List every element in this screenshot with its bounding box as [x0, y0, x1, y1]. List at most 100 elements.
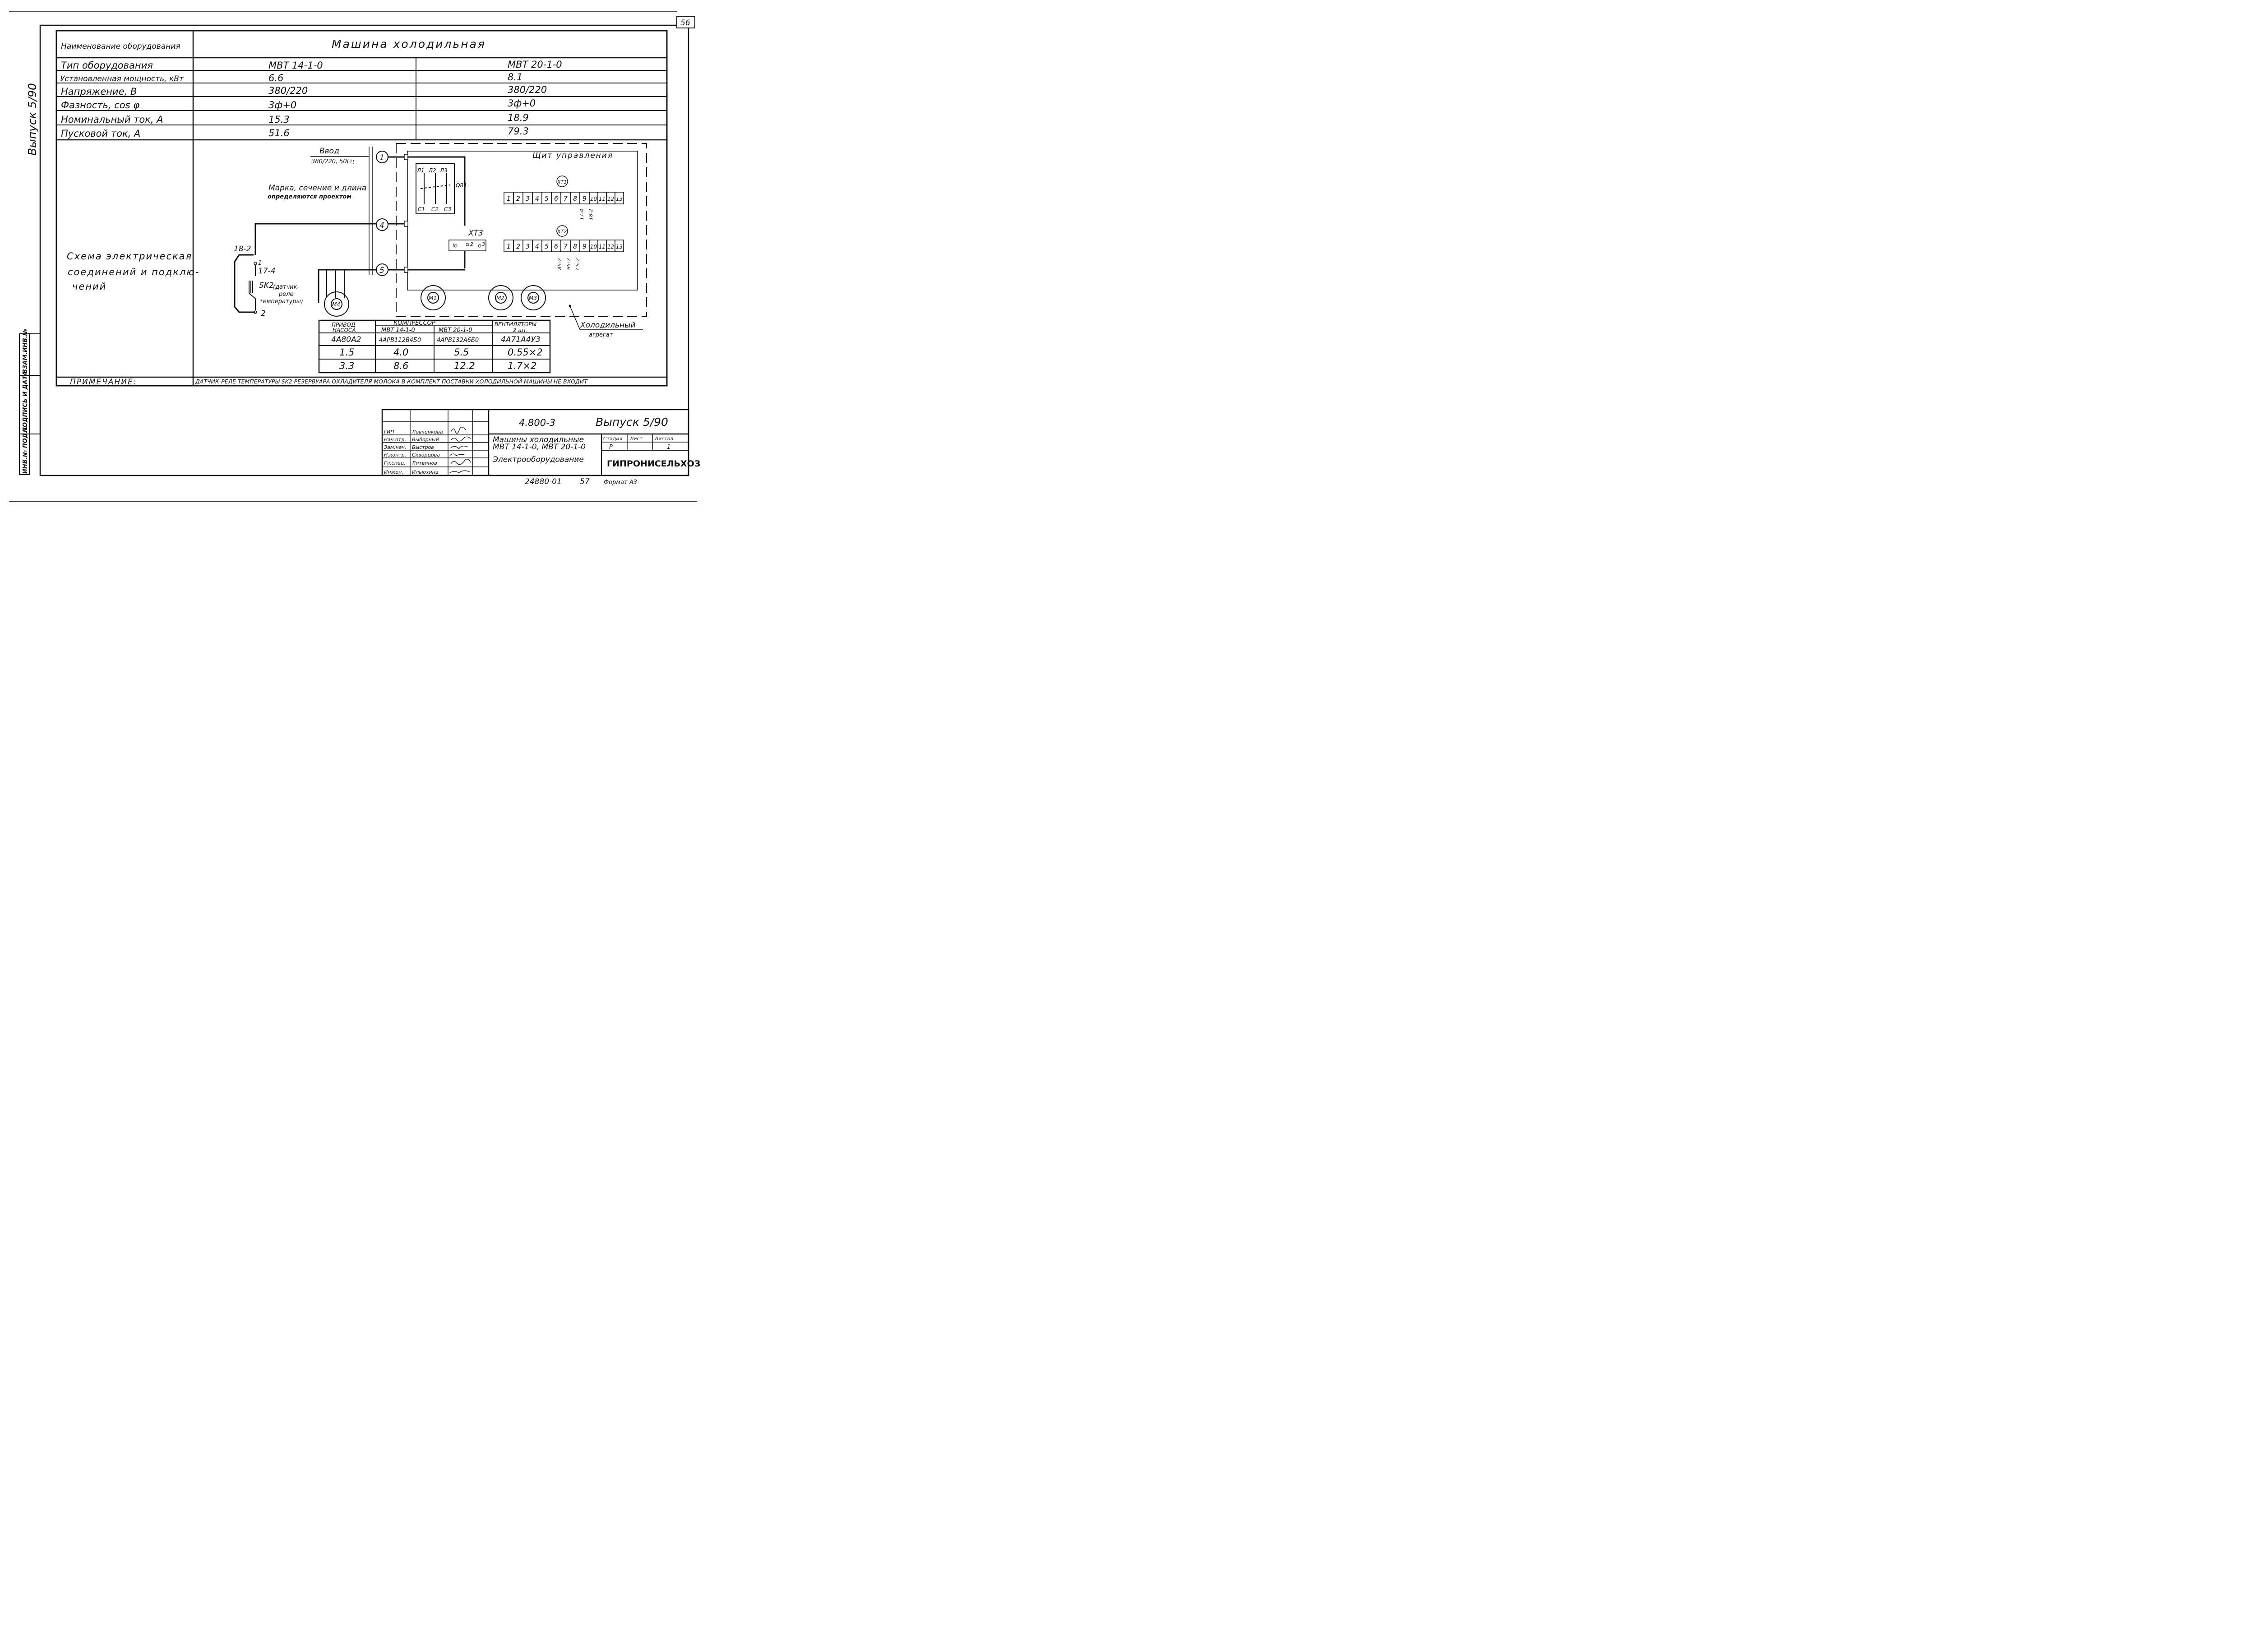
- breaker-label: QR1: [456, 182, 467, 189]
- terminal-cell-number: 1: [507, 243, 511, 250]
- spec-row-value-a: 3ф+0: [268, 100, 296, 111]
- terminal-cell-number: 8: [573, 243, 577, 250]
- breaker-top-label: Л3: [439, 167, 448, 174]
- terminal-cell-number: 3: [526, 195, 530, 203]
- spec-row-value-a: 15.3: [268, 114, 290, 125]
- refrigeration-unit-boundary: [396, 143, 647, 317]
- terminal-cell-number: 9: [582, 243, 587, 250]
- stage-header: Стадия: [603, 436, 623, 442]
- sensor-wire-top: 18-2: [234, 245, 251, 254]
- role-name: Быстров: [412, 444, 434, 450]
- binding-signature: ПОДПИСЬ И ДАТА: [22, 371, 29, 432]
- sensor-loop: [234, 254, 255, 313]
- schema-label-line: Схема электрическая: [67, 251, 192, 262]
- role-name: Литвинов: [411, 460, 437, 466]
- terminal-cell: [615, 240, 624, 252]
- signature-scribble: [449, 453, 465, 456]
- xt3-pin-dot: [454, 244, 458, 248]
- terminal-node-label: 1: [379, 153, 384, 162]
- spec-row-value-a: 51.6: [268, 128, 290, 138]
- terminal-cell-number: 6: [554, 243, 558, 250]
- drawing-sheet: 56 Выпуск 5/90 ИНВ.№ ПОДЛ. ПОДПИСЬ И ДАТ…: [9, 11, 700, 502]
- xt3-block: [448, 240, 486, 251]
- panel-gland: [404, 221, 408, 227]
- sensor-contact-symbol: [249, 281, 256, 310]
- page-number-box: [676, 16, 695, 28]
- xt2-wire-label: В5-2: [566, 258, 572, 270]
- terminal-cell-number: 7: [564, 195, 568, 203]
- drawing-frame: [39, 24, 689, 476]
- sensor-pin-label: 1: [258, 260, 262, 267]
- breaker-linkage: [420, 185, 451, 189]
- breaker-bottom-label: С1: [418, 206, 425, 212]
- breaker-qr1: [416, 163, 455, 214]
- sensor-pin-label: 2: [261, 309, 266, 318]
- xt2-label: ХТ2: [557, 229, 567, 235]
- terminal-node-label: 5: [379, 266, 384, 275]
- spec-table: Наименование оборудования Машина холодил…: [55, 30, 668, 387]
- terminal-cell-number: 4: [535, 243, 539, 250]
- sheet-header: Лист: [629, 436, 643, 442]
- motor-m3: [521, 285, 546, 310]
- panel-gland: [404, 154, 408, 160]
- role-label: ГИП: [384, 429, 394, 435]
- equipment-table: ПРИВОД НАСОСА КОМПРЕССОР МВТ 14-1-0 МВТ …: [318, 319, 551, 374]
- inventory-number: 24880-01: [525, 477, 562, 486]
- header-label: Наименование оборудования: [61, 42, 180, 51]
- role-name: Выборный: [412, 437, 439, 443]
- stage-value: Р: [609, 444, 613, 451]
- motor-m2: [488, 285, 513, 310]
- terminal-cell-number: 5: [545, 195, 549, 203]
- aggregate-leader: [569, 305, 643, 330]
- pump-wire: [318, 269, 376, 303]
- motor-label: М3: [529, 295, 537, 301]
- terminal-cell-number: 11: [599, 244, 606, 250]
- motor-m1-inner: [427, 292, 439, 304]
- breaker-bottom-label: С3: [444, 206, 451, 212]
- sensor-desc: (датчик-: [273, 284, 300, 291]
- xt1-wire-label: 17-4: [579, 209, 585, 220]
- signature-scribble: [450, 459, 471, 465]
- xt3-label: ХТ3: [468, 229, 483, 238]
- terminal-cell-number: 13: [616, 244, 623, 250]
- doc-title-line: МВТ 14-1-0, МВТ 20-1-0: [493, 443, 586, 452]
- breaker-top-label: Л2: [428, 167, 436, 174]
- terminal-cell-number: 10: [590, 244, 597, 250]
- equipment-cell: 12.2: [454, 360, 475, 371]
- role-label: Гл.спец.: [384, 460, 406, 466]
- equipment-cell: 4А71А4У3: [501, 335, 541, 344]
- equipment-cell: 4А80А2: [331, 335, 361, 344]
- panel-gland: [404, 267, 408, 273]
- role-name: Левченкова: [411, 429, 443, 435]
- cable-note-line: определяются проектом: [268, 194, 351, 200]
- equipment-header-fans: ВЕНТИЛЯТОРЫ: [495, 321, 537, 328]
- equipment-header-pump: НАСОСА: [333, 327, 356, 333]
- motor-m1: [421, 285, 446, 310]
- terminal-cell: [615, 192, 624, 204]
- control-panel-box: [407, 151, 638, 291]
- motor-label: М4: [332, 301, 340, 308]
- sensor-wire-mid: 17-4: [258, 267, 276, 276]
- equipment-header-comp-b: МВТ 20-1-0: [439, 327, 472, 334]
- xt2-wire-label: С5-2: [575, 258, 581, 270]
- xt1-wire-label: 18-2: [588, 209, 594, 220]
- terminal-cell-number: 8: [573, 195, 577, 203]
- spec-table-frame: [55, 30, 668, 387]
- motor-label: М1: [429, 295, 437, 301]
- paper-format: Формат А3: [604, 479, 637, 486]
- equipment-cell: 5.5: [454, 347, 469, 358]
- spec-row-value-b: 3ф+0: [508, 98, 536, 109]
- cable-note-line: Марка, сечение и длина: [268, 184, 366, 193]
- sheets-header: Листов: [654, 436, 673, 442]
- equipment-cell: 1.5: [339, 347, 354, 358]
- schema-label-line: чений: [72, 281, 106, 292]
- note-text: ДАТЧИК-РЕЛЕ ТЕМПЕРАТУРЫ SK2 РЕЗЕРВУАРА О…: [195, 378, 588, 385]
- signature-scribble: [449, 470, 470, 473]
- spec-row-value-a: 380/220: [268, 85, 308, 96]
- motor-m4-inner: [331, 298, 342, 310]
- wiring-diagram: Ввод 380/220, 50Гц Марка, сечение и длин…: [234, 143, 647, 338]
- title-block: 4.800-3 Выпуск 5/90 Машины холодильные М…: [381, 409, 700, 486]
- spec-row-value-b: 380/220: [508, 84, 547, 95]
- spec-row-label: Тип оборудования: [61, 60, 153, 71]
